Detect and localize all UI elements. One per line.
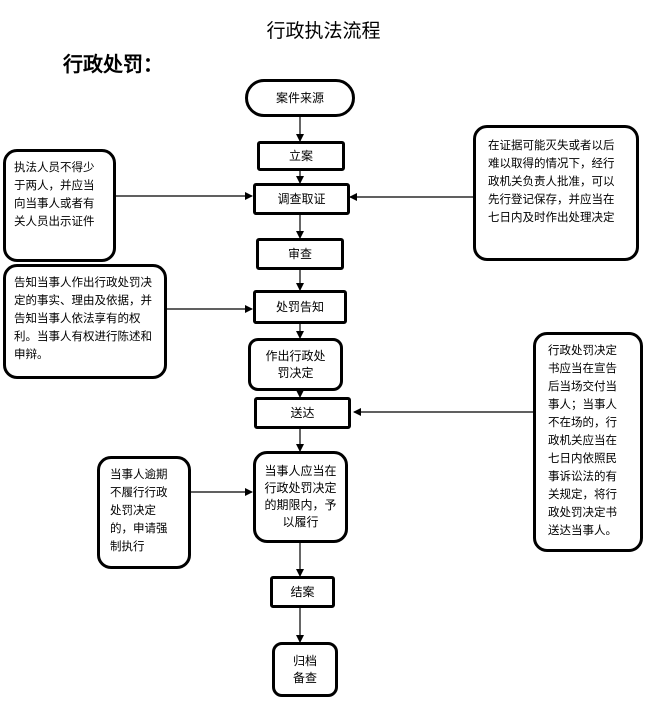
- diagram-title: 行政执法流程: [266, 20, 381, 42]
- step-notice: 处罚告知: [253, 290, 347, 324]
- note-inform-rights: 告知当事人作出行政处罚决定的事实、理由及依据，并告知当事人依法享有的权利。当事人…: [3, 264, 167, 379]
- step-review: 审查: [256, 238, 344, 270]
- step-archive: 归档备查: [272, 642, 338, 697]
- step-register: 立案: [257, 141, 345, 171]
- section-title: 行政处罚：: [63, 52, 163, 76]
- step-deliver: 送达: [254, 397, 351, 429]
- step-case-source: 案件来源: [245, 79, 355, 117]
- step-close: 结案: [270, 576, 335, 608]
- step-execute: 当事人应当在行政处罚决定的期限内，予以履行: [253, 451, 348, 543]
- note-evidence-preserve: 在证据可能灭失或者以后难以取得的情况下，经行政机关负责人批准，可以先行登记保存，…: [473, 125, 639, 261]
- step-investigate: 调查取证: [253, 183, 350, 215]
- note-enforce: 当事人逾期不履行行政处罚决定的，申请强制执行: [97, 456, 191, 569]
- step-decision: 作出行政处罚决定: [248, 338, 343, 391]
- note-delivery-rule: 行政处罚决定书应当在宣告后当场交付当事人；当事人不在场的，行政机关应当在七日内依…: [533, 332, 643, 552]
- note-investigators: 执法人员不得少于两人，并应当向当事人或者有关人员出示证件: [3, 149, 116, 262]
